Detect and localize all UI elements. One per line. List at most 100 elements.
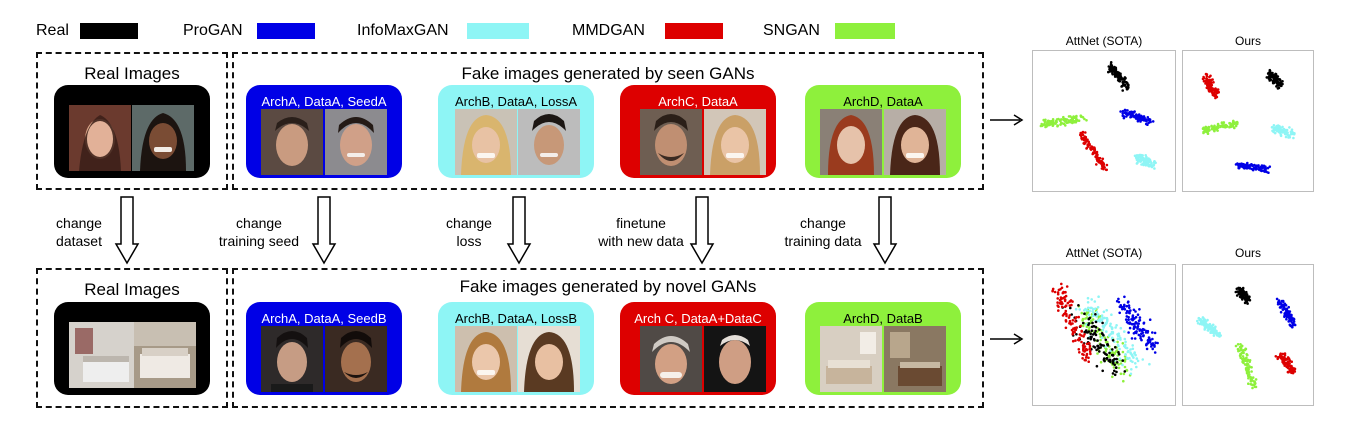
tsne-point bbox=[1096, 344, 1100, 348]
tsne-point bbox=[1143, 328, 1146, 332]
tsne-point bbox=[1081, 357, 1084, 360]
tsne-point bbox=[1245, 353, 1248, 356]
tsne-point bbox=[1118, 347, 1121, 351]
tsne-point bbox=[1080, 340, 1083, 344]
tsne-point bbox=[1250, 167, 1253, 171]
tsne-point bbox=[1127, 331, 1130, 334]
tsne-point bbox=[1247, 382, 1250, 385]
tsne-point bbox=[1287, 320, 1290, 323]
tsne-point bbox=[1084, 358, 1087, 362]
face-photo bbox=[132, 105, 194, 171]
tsne-point bbox=[1283, 307, 1287, 311]
tsne-point bbox=[1235, 294, 1239, 297]
tsne-point bbox=[1098, 320, 1102, 323]
tsne-point bbox=[1123, 295, 1126, 299]
tsne-point bbox=[1251, 383, 1254, 387]
tsne-point bbox=[1123, 337, 1127, 341]
real-images-title-bottom: Real Images bbox=[84, 280, 180, 299]
tsne-point bbox=[1123, 358, 1127, 361]
tsne-point bbox=[1095, 150, 1099, 154]
tsne-point bbox=[1291, 130, 1294, 134]
tsne-point bbox=[1214, 89, 1218, 92]
tsne-point bbox=[1048, 121, 1052, 124]
tsne-point bbox=[1049, 122, 1053, 126]
tsne-point bbox=[1121, 342, 1125, 345]
tsne-point bbox=[1065, 118, 1069, 121]
tsne-point bbox=[1062, 290, 1065, 294]
tsne-point bbox=[1206, 132, 1210, 135]
tsne-point bbox=[1205, 78, 1209, 82]
tsne-point bbox=[1087, 341, 1091, 345]
tsne-point bbox=[1128, 321, 1132, 324]
tsne-point bbox=[1121, 363, 1124, 367]
tsne-point bbox=[1074, 317, 1077, 320]
tsne-point bbox=[1148, 118, 1152, 121]
tsne-point bbox=[1130, 368, 1133, 371]
tsne-point bbox=[1269, 78, 1273, 82]
tsne-point bbox=[1138, 159, 1141, 163]
tsne-point bbox=[1094, 313, 1097, 316]
tsne-point bbox=[1148, 362, 1151, 366]
tsne-point bbox=[1063, 299, 1067, 303]
tsne-point bbox=[1196, 319, 1199, 323]
tsne-point bbox=[1089, 148, 1093, 151]
tsne-point bbox=[1123, 330, 1126, 333]
tsne-point bbox=[1135, 162, 1139, 165]
tsne-point bbox=[1081, 130, 1085, 134]
tsne-point bbox=[1069, 306, 1072, 310]
tsne-point bbox=[1096, 352, 1099, 355]
tsne-point bbox=[1044, 125, 1047, 129]
tsne-point bbox=[1125, 115, 1128, 118]
tsne-point bbox=[1062, 312, 1066, 316]
tsne-point bbox=[1088, 350, 1092, 353]
tsne-point bbox=[1114, 350, 1118, 353]
tsne-point bbox=[1139, 116, 1142, 120]
tsne-point bbox=[1116, 75, 1119, 78]
card-label: ArchA, DataA, SeedB bbox=[261, 311, 387, 326]
tsne-point bbox=[1212, 81, 1215, 84]
tsne-point bbox=[1117, 366, 1121, 370]
tsne-point bbox=[1056, 301, 1059, 304]
tsne-point bbox=[1084, 349, 1087, 352]
tsne-point bbox=[1083, 345, 1087, 348]
tsne-point bbox=[1150, 165, 1154, 169]
legend-swatch-progan bbox=[257, 23, 315, 39]
tsne-point bbox=[1096, 313, 1100, 316]
tsne-point bbox=[1086, 337, 1090, 340]
tsne-point bbox=[1100, 160, 1104, 163]
tsne-point bbox=[1138, 153, 1142, 157]
tsne-point bbox=[1087, 322, 1091, 325]
tsne-point bbox=[1257, 164, 1260, 167]
tsne-point bbox=[1074, 116, 1078, 120]
tsne-point bbox=[1239, 356, 1242, 360]
tsne-point bbox=[1150, 161, 1153, 165]
tsne-point bbox=[1205, 74, 1209, 78]
tsne-point bbox=[1069, 119, 1073, 122]
tsne-point bbox=[1082, 343, 1085, 346]
tsne-point bbox=[1050, 120, 1054, 123]
tsne-point bbox=[1129, 351, 1132, 354]
tsne-point bbox=[1044, 123, 1047, 127]
tsne-point bbox=[1079, 324, 1082, 328]
tsne-point bbox=[1135, 365, 1138, 369]
tsne-point bbox=[1091, 310, 1094, 313]
tsne-point bbox=[1068, 304, 1072, 307]
tsne-point bbox=[1245, 370, 1249, 374]
tsne-point bbox=[1071, 339, 1075, 343]
tsne-point bbox=[1087, 330, 1091, 333]
tsne-point bbox=[1214, 87, 1217, 90]
tsne-point bbox=[1071, 332, 1075, 336]
tsne-point bbox=[1204, 72, 1208, 76]
tsne-point bbox=[1284, 132, 1288, 136]
tsne-point bbox=[1088, 347, 1092, 350]
tsne-point bbox=[1279, 134, 1283, 138]
tsne-point bbox=[1087, 142, 1091, 145]
tsne-point bbox=[1139, 120, 1142, 123]
tsne-point bbox=[1242, 296, 1246, 299]
tsne-point bbox=[1292, 136, 1295, 140]
tsne-point bbox=[1121, 350, 1125, 354]
face-photo bbox=[455, 326, 517, 392]
tsne-point bbox=[1046, 120, 1049, 124]
